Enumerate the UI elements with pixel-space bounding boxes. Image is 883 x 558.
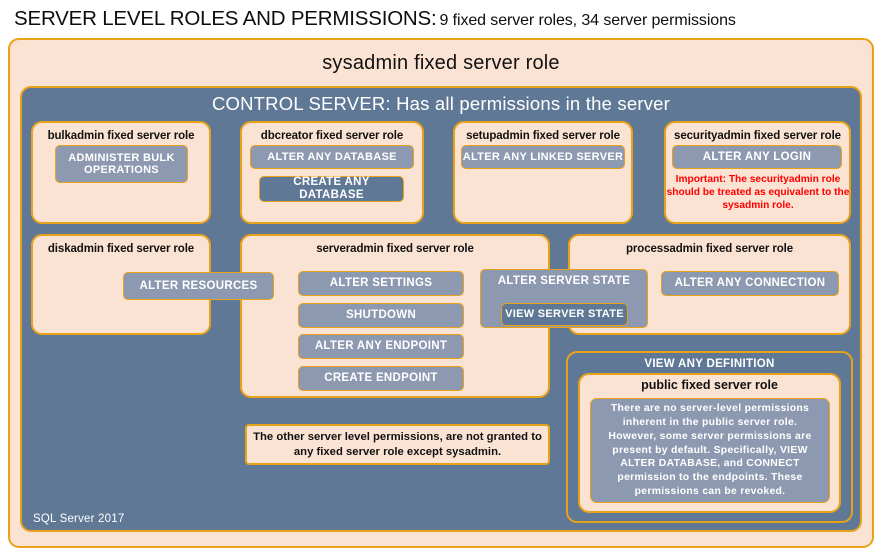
permission-alter-resources: ALTER RESOURCES [123, 272, 274, 300]
permission-shutdown: SHUTDOWN [298, 303, 464, 328]
permission-alter-any-endpoint: ALTER ANY ENDPOINT [298, 334, 464, 359]
permission-administer-bulk-operations: ADMINISTER BULK OPERATIONS [55, 145, 188, 183]
public-role-note: There are no server-level permissions in… [590, 398, 830, 503]
permission-create-any-database: CREATE ANY DATABASE [259, 176, 404, 202]
securityadmin-role-box: securityadmin fixed server role [664, 121, 851, 224]
serveradmin-role-label: serveradmin fixed server role [316, 243, 474, 255]
page-title-subtitle: 9 fixed server roles, 34 server permissi… [439, 12, 736, 29]
control-server-label: CONTROL SERVER: Has all permissions in t… [211, 93, 671, 114]
public-role-label: public fixed server role [641, 378, 778, 392]
setupadmin-role-box: setupadmin fixed server role [453, 121, 633, 224]
processadmin-role-label: processadmin fixed server role [625, 243, 794, 255]
bulkadmin-role-label: bulkadmin fixed server role [47, 130, 195, 142]
securityadmin-warning-note: Important: The securityadmin role should… [666, 174, 850, 212]
dbcreator-role-box: dbcreator fixed server role [240, 121, 424, 224]
other-permissions-note: The other server level permissions, are … [245, 424, 550, 465]
page-title-strong: SERVER LEVEL ROLES AND PERMISSIONS: [14, 7, 437, 30]
permission-alter-any-linked-server: ALTER ANY LINKED SERVER [461, 145, 625, 169]
permission-view-any-definition: VIEW ANY DEFINITION [644, 358, 775, 370]
permission-alter-any-connection: ALTER ANY CONNECTION [661, 271, 839, 296]
page-title: SERVER LEVEL ROLES AND PERMISSIONS:9 fix… [14, 7, 874, 33]
setupadmin-role-label: setupadmin fixed server role [466, 130, 620, 142]
dbcreator-role-label: dbcreator fixed server role [260, 130, 404, 142]
securityadmin-role-label: securityadmin fixed server role [674, 130, 841, 142]
permission-view-server-state: VIEW SERVER STATE [501, 303, 628, 326]
footer-version-label: SQL Server 2017 [33, 513, 125, 525]
permission-alter-settings: ALTER SETTINGS [298, 271, 464, 296]
permission-create-endpoint: CREATE ENDPOINT [298, 366, 464, 391]
permission-alter-any-database: ALTER ANY DATABASE [250, 145, 414, 169]
sysadmin-role-label: sysadmin fixed server role [322, 52, 560, 74]
permission-alter-any-login: ALTER ANY LOGIN [672, 145, 842, 169]
diskadmin-role-label: diskadmin fixed server role [47, 243, 195, 255]
